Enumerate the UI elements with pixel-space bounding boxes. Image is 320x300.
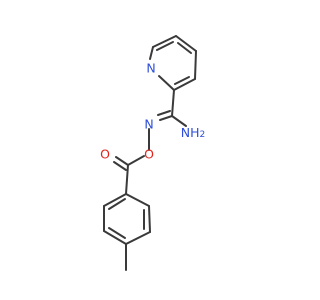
bond <box>171 89 175 117</box>
bond <box>103 230 127 245</box>
amine-label: NH2 <box>181 125 205 141</box>
bond <box>125 164 129 195</box>
bond <box>149 46 154 60</box>
bond <box>115 156 129 166</box>
bond <box>108 227 126 239</box>
bond <box>175 35 197 52</box>
pyridine-ring <box>149 35 197 91</box>
bond <box>194 50 197 80</box>
bond <box>174 76 190 85</box>
bond <box>125 193 150 207</box>
amidine-group <box>148 89 187 151</box>
bond <box>152 35 177 48</box>
ester-group <box>113 155 145 195</box>
bond <box>108 198 126 210</box>
bond <box>158 75 175 91</box>
bond <box>173 78 196 91</box>
bond <box>103 193 127 207</box>
bond <box>159 115 173 121</box>
amine-text: NH <box>181 125 200 140</box>
carbonyl-oxygen-label: O <box>100 147 110 162</box>
bond <box>125 231 151 245</box>
toluene-ring <box>103 193 151 271</box>
ester-oxygen-label: O <box>144 147 154 162</box>
bond <box>157 110 171 116</box>
imine-nitrogen-label: N <box>144 117 153 132</box>
bond <box>127 155 145 166</box>
molecule-structure: N NH2 N O O <box>100 35 205 271</box>
bond <box>177 42 192 54</box>
pyridine-nitrogen-label: N <box>146 61 155 76</box>
bond <box>156 41 174 51</box>
amine-subscript: 2 <box>200 130 206 140</box>
bond <box>171 115 187 127</box>
bond <box>113 161 127 171</box>
bond <box>148 205 151 233</box>
